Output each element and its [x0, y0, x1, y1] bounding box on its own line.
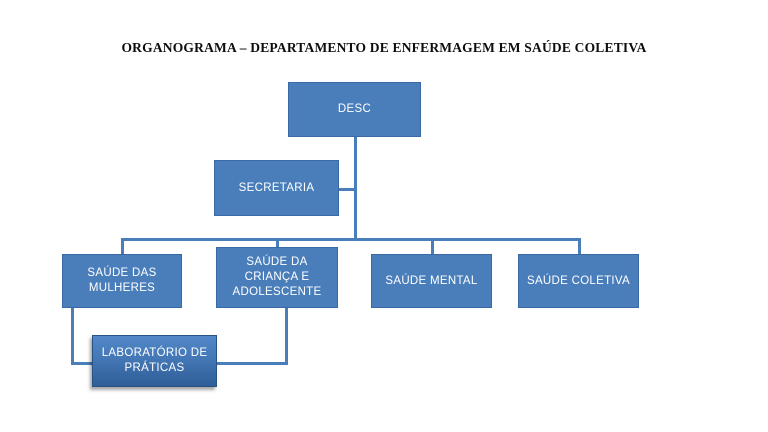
node-laboratorio-de-praticas[interactable]: LABORATÓRIO DE PRÁTICAS — [92, 335, 217, 387]
node-saude-coletiva[interactable]: SAÚDE COLETIVA — [518, 254, 639, 308]
node-saude-das-mulheres[interactable]: SAÚDE DAS MULHERES — [62, 254, 182, 308]
node-saude-da-crianca-e-adolescente[interactable]: SAÚDE DA CRIANÇA E ADOLESCENTE — [216, 247, 338, 308]
connector-drop-saude-das-mulheres — [121, 238, 124, 255]
connector-distribution-bar — [121, 238, 581, 241]
connector-drop-saude-mental — [431, 238, 434, 255]
connector-crianca-to-laboratorio-horizontal — [216, 362, 288, 365]
node-saude-da-crianca-e-adolescente-label: SAÚDE DA CRIANÇA E ADOLESCENTE — [232, 256, 322, 298]
connector-drop-saude-da-crianca-e-adolescente — [276, 238, 279, 255]
node-laboratorio-de-praticas-label: LABORATÓRIO DE PRÁTICAS — [101, 347, 208, 374]
connector-mulheres-to-laboratorio-vertical — [71, 308, 74, 365]
node-saude-mental[interactable]: SAÚDE MENTAL — [371, 254, 492, 308]
connector-mulheres-to-laboratorio-horizontal — [71, 362, 103, 365]
node-desc[interactable]: DESC — [288, 82, 421, 137]
node-secretaria[interactable]: SECRETARIA — [214, 160, 339, 216]
page-title: ORGANOGRAMA – DEPARTAMENTO DE ENFERMAGEM… — [121, 40, 647, 55]
node-saude-das-mulheres-label: SAÚDE DAS MULHERES — [87, 267, 157, 294]
node-saude-mental-label: SAÚDE MENTAL — [385, 274, 478, 287]
connector-secretaria-stub — [339, 188, 357, 191]
node-saude-coletiva-label: SAÚDE COLETIVA — [526, 274, 631, 287]
node-desc-label: DESC — [337, 103, 372, 115]
connector-crianca-to-laboratorio-vertical — [285, 308, 288, 365]
connector-drop-saude-coletiva — [578, 238, 581, 255]
node-secretaria-label: SECRETARIA — [238, 181, 315, 194]
